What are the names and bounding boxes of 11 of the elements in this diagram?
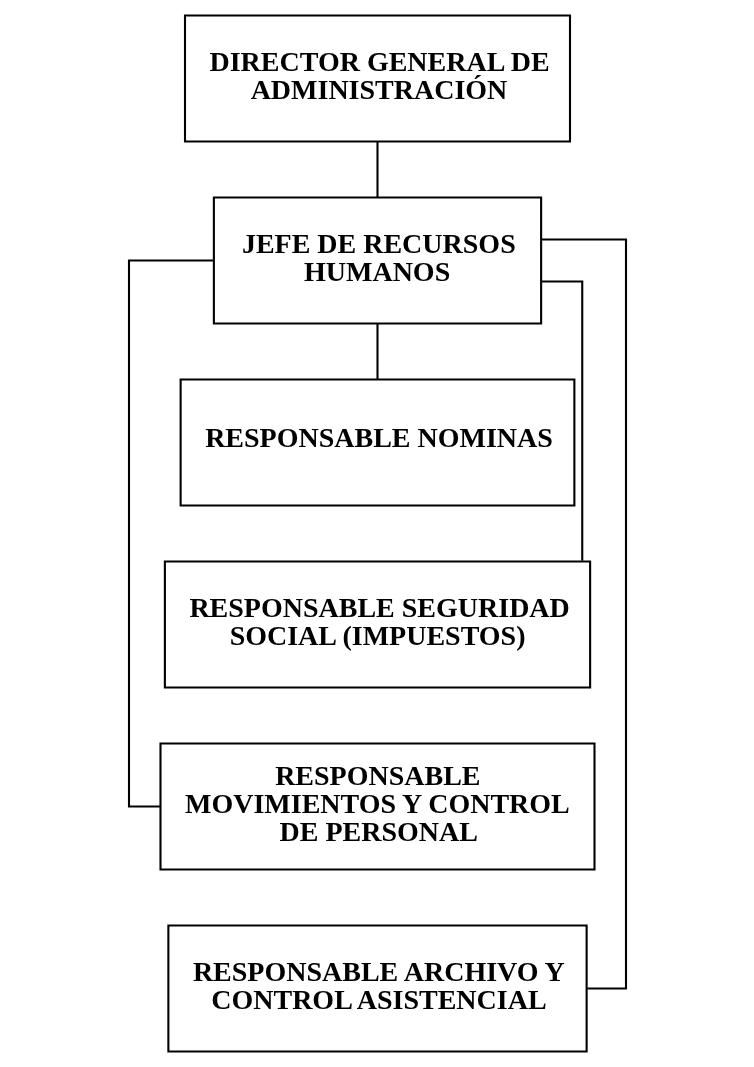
connector (375, 141, 379, 198)
connector (540, 280, 583, 561)
node-box: JEFE DE RECURSOS HUMANOS (212, 196, 542, 325)
node-box: RESPONSABLE MOVIMIENTOS Y CONTROL DE PERSONAL (158, 742, 596, 871)
node-box: RESPONSABLE ARCHIVO Y CONTROL ASISTENCIAL (166, 924, 588, 1053)
node-box: RESPONSABLE NOMINAS (179, 378, 575, 507)
node-box: RESPONSABLE SEGURIDAD SOCIAL (IMPUESTOS) (163, 560, 591, 689)
node-box: DIRECTOR GENERAL DE ADMINISTRACIÓN (183, 14, 571, 143)
connector (375, 323, 379, 380)
connector (127, 259, 214, 808)
connector (540, 238, 627, 990)
